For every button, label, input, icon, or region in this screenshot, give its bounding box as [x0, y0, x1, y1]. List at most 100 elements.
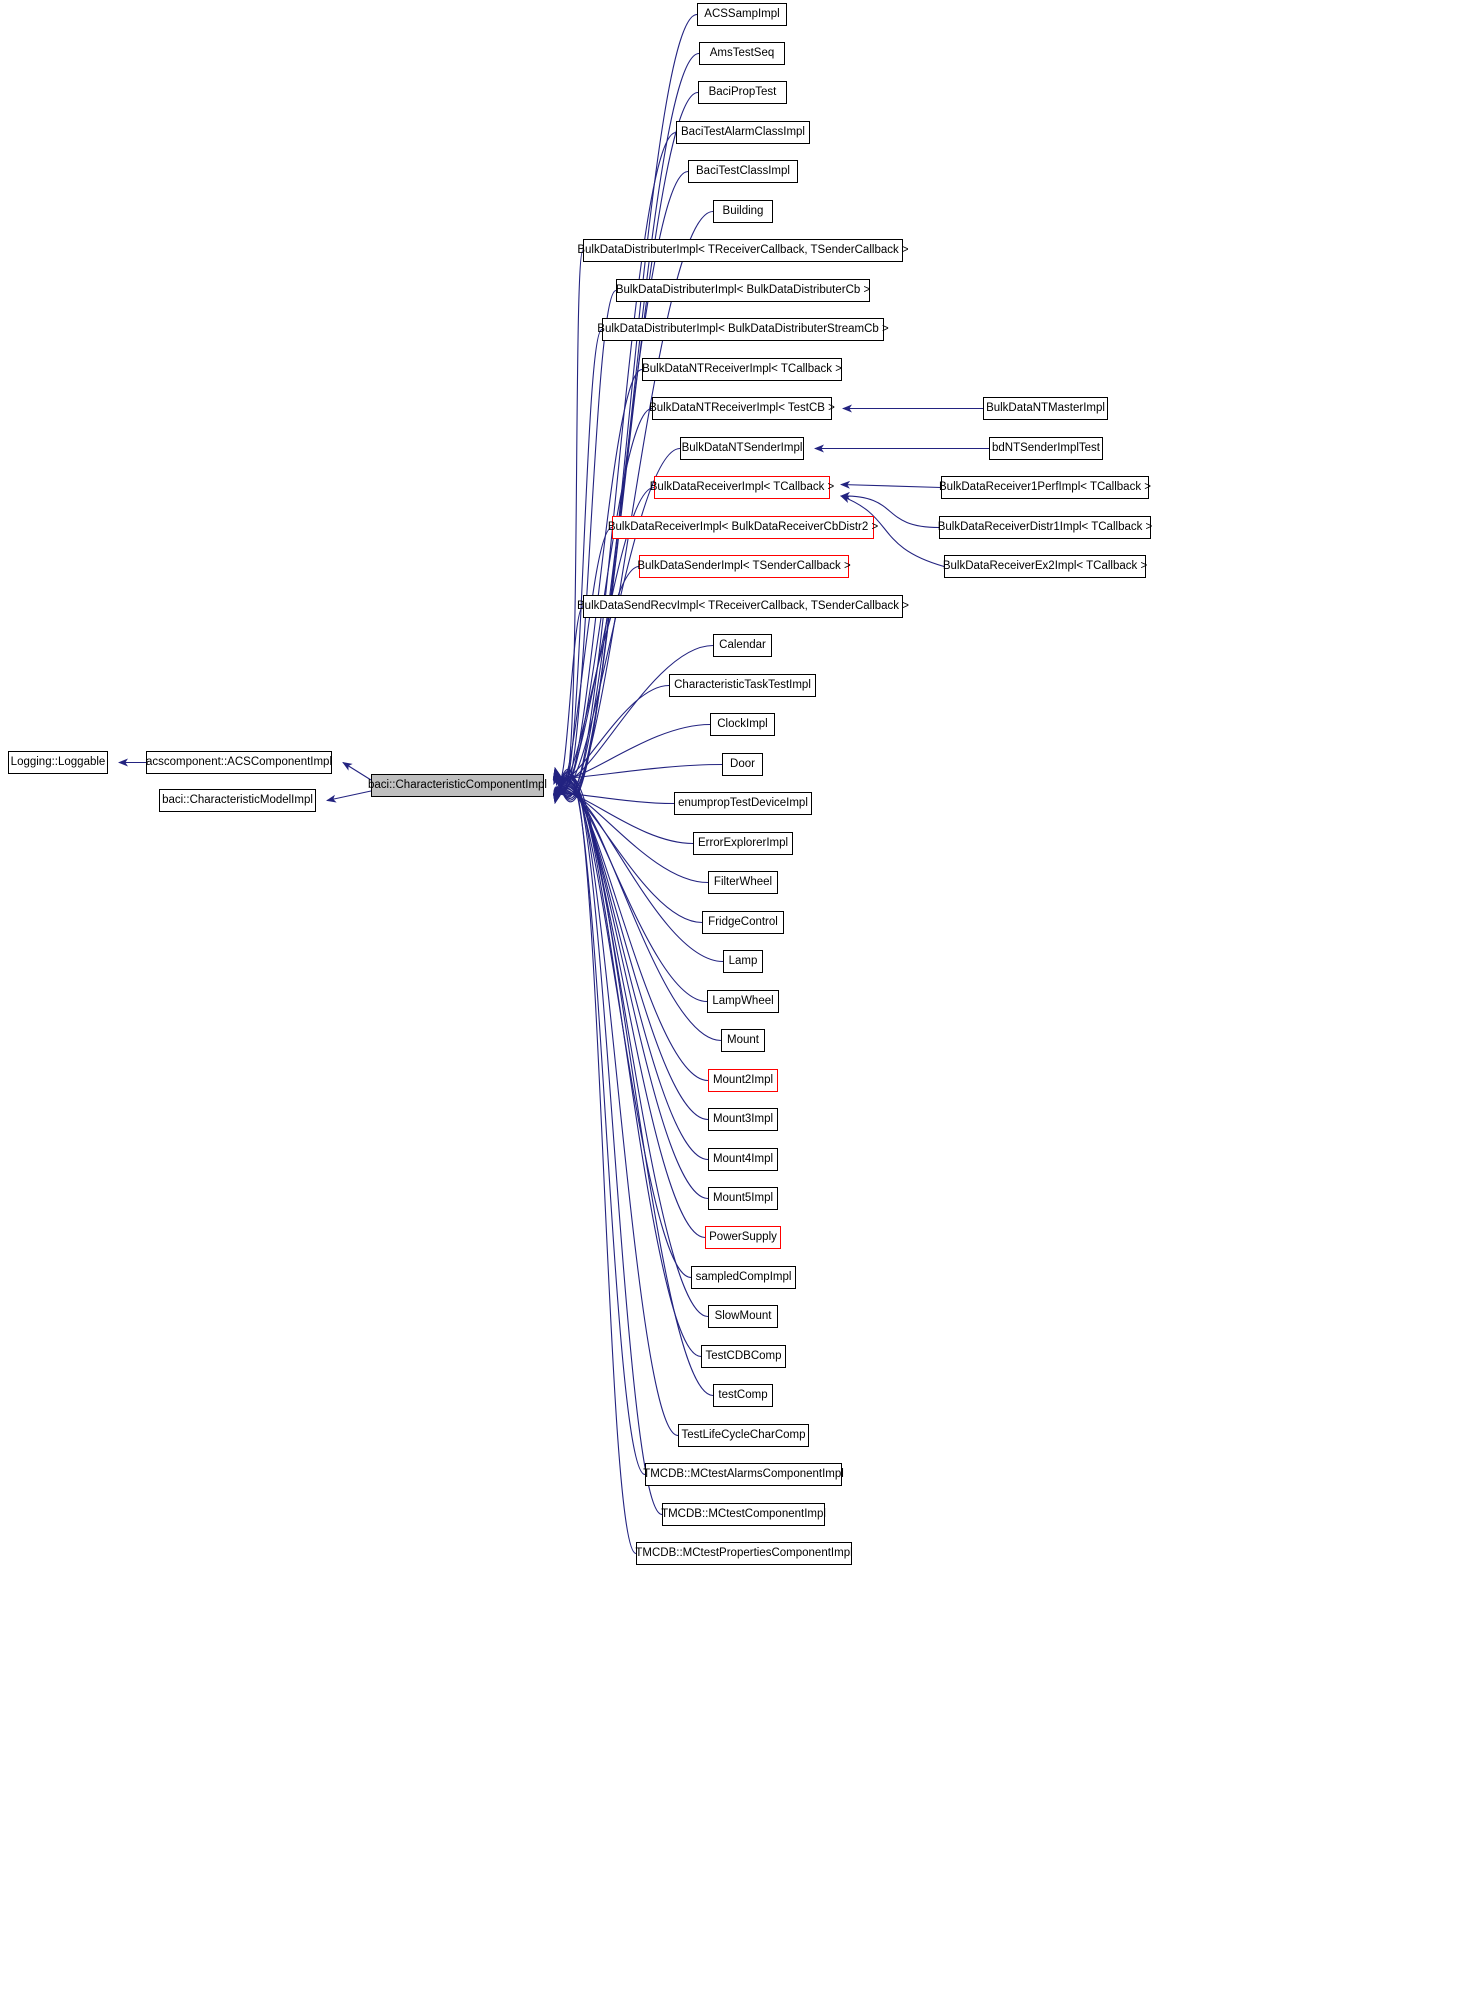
derived-node-d2[interactable]: BaciPropTest — [698, 81, 787, 104]
derived-node-d39[interactable]: TMCDB::MCtestPropertiesComponentImpl — [635, 1542, 853, 1565]
inheritance-edge — [553, 773, 679, 1437]
class-label: BulkDataReceiver1PerfImpl< TCallback > — [939, 480, 1151, 493]
inheritance-edge — [553, 775, 702, 1358]
inheritance-edge — [554, 787, 675, 805]
inheritance-edge — [553, 780, 709, 1200]
derived-node-d5[interactable]: Building — [713, 200, 773, 223]
descendant-node-g4[interactable]: BulkDataReceiverEx2Impl< TCallback > — [942, 555, 1148, 578]
inheritance-edge — [554, 684, 670, 787]
derived-node-d32[interactable]: sampledCompImpl — [691, 1266, 796, 1289]
class-label: bdNTSenderImplTest — [991, 441, 1101, 454]
class-label: testComp — [718, 1388, 768, 1401]
derived-node-d14[interactable]: BulkDataSenderImpl< TSenderCallback > — [637, 555, 851, 578]
derived-node-d13[interactable]: BulkDataReceiverImpl< BulkDataReceiverCb… — [608, 516, 878, 539]
derived-node-d26[interactable]: Mount — [721, 1029, 765, 1052]
derived-node-d0[interactable]: ACSSampImpl — [697, 3, 787, 26]
class-label: Building — [722, 204, 764, 217]
inheritance-edge — [840, 480, 942, 489]
inheritance-edge — [554, 784, 709, 1082]
derived-node-d18[interactable]: ClockImpl — [710, 713, 775, 736]
class-label: Mount2Impl — [712, 1073, 774, 1086]
class-label: Lamp — [728, 954, 758, 967]
class-label: FilterWheel — [713, 875, 773, 888]
derived-node-d1[interactable]: AmsTestSeq — [699, 42, 785, 65]
derived-node-d15[interactable]: BulkDataSendRecvImpl< TReceiverCallback,… — [577, 595, 909, 618]
class-label: baci::CharacteristicModelImpl — [162, 793, 313, 806]
derived-node-d9[interactable]: BulkDataNTReceiverImpl< TCallback > — [642, 358, 842, 381]
class-label: ClockImpl — [717, 717, 768, 730]
derived-node-d7[interactable]: BulkDataDistributerImpl< BulkDataDistrib… — [616, 279, 870, 302]
derived-node-d11[interactable]: BulkDataNTSenderImpl — [680, 437, 804, 460]
class-label: Mount5Impl — [712, 1191, 774, 1204]
derived-node-d38[interactable]: TMCDB::MCtestComponentImpl — [661, 1503, 826, 1526]
class-label: CharacteristicTaskTestImpl — [674, 678, 811, 691]
ancestor-node-loggable[interactable]: Logging::Loggable — [8, 751, 108, 774]
derived-node-d36[interactable]: TestLifeCycleCharComp — [678, 1424, 809, 1447]
class-label: Logging::Loggable — [10, 755, 106, 768]
descendant-node-g1[interactable]: bdNTSenderImplTest — [989, 437, 1103, 460]
class-label: TMCDB::MCtestAlarmsComponentImpl — [643, 1467, 844, 1480]
derived-node-d12[interactable]: BulkDataReceiverImpl< TCallback > — [650, 476, 834, 499]
class-label: BaciPropTest — [708, 85, 777, 98]
derived-node-d34[interactable]: TestCDBComp — [701, 1345, 786, 1368]
derived-node-d17[interactable]: CharacteristicTaskTestImpl — [669, 674, 816, 697]
inheritance-edge — [326, 790, 372, 803]
class-label: ACSSampImpl — [704, 7, 780, 20]
ancestor-node-acscomp[interactable]: acscomponent::ACSComponentImpl — [146, 751, 332, 774]
descendant-node-g2[interactable]: BulkDataReceiver1PerfImpl< TCallback > — [939, 476, 1151, 499]
class-label: BulkDataNTReceiverImpl< TCallback > — [642, 362, 842, 375]
class-label: Mount — [727, 1033, 759, 1046]
derived-node-d19[interactable]: Door — [722, 753, 763, 776]
derived-node-d23[interactable]: FridgeControl — [702, 911, 784, 934]
inheritance-edge — [554, 644, 714, 786]
derived-node-d24[interactable]: Lamp — [723, 950, 763, 973]
inheritance-edge — [342, 761, 372, 781]
inheritance-edge — [553, 781, 709, 1161]
inheritance-edge — [553, 774, 714, 1397]
inheritance-edge — [552, 768, 637, 1555]
derived-node-d3[interactable]: BaciTestAlarmClassImpl — [676, 121, 810, 144]
derived-node-d28[interactable]: Mount3Impl — [708, 1108, 778, 1131]
derived-node-d27[interactable]: Mount2Impl — [708, 1069, 778, 1092]
derived-node-d10[interactable]: BulkDataNTReceiverImpl< TestCB > — [649, 397, 835, 420]
class-label: LampWheel — [712, 994, 774, 1007]
derived-node-d25[interactable]: LampWheel — [707, 990, 779, 1013]
class-label: BulkDataSenderImpl< TSenderCallback > — [637, 559, 851, 572]
inheritance-edge — [553, 777, 709, 1318]
class-label: ErrorExplorerImpl — [697, 836, 789, 849]
class-label: BulkDataReceiverImpl< TCallback > — [649, 480, 835, 493]
derived-node-d4[interactable]: BaciTestClassImpl — [688, 160, 798, 183]
derived-node-d31[interactable]: PowerSupply — [705, 1226, 781, 1249]
derived-node-d33[interactable]: SlowMount — [708, 1305, 778, 1328]
descendant-node-g3[interactable]: BulkDataReceiverDistr1Impl< TCallback > — [938, 516, 1152, 539]
inheritance-edge — [553, 779, 706, 1239]
derived-node-d20[interactable]: enumpropTestDeviceImpl — [674, 792, 812, 815]
ancestor-node-charmodel[interactable]: baci::CharacteristicModelImpl — [159, 789, 316, 812]
inheritance-edge — [554, 783, 709, 1121]
descendant-node-g0[interactable]: BulkDataNTMasterImpl — [983, 397, 1108, 420]
derived-node-d30[interactable]: Mount5Impl — [708, 1187, 778, 1210]
derived-node-d22[interactable]: FilterWheel — [708, 871, 778, 894]
class-label: BulkDataSendRecvImpl< TReceiverCallback,… — [577, 599, 909, 612]
focus-node-focus[interactable]: baci::CharacteristicComponentImpl — [368, 774, 547, 797]
class-label: BulkDataReceiverImpl< BulkDataReceiverCb… — [607, 520, 879, 533]
derived-node-d8[interactable]: BulkDataDistributerImpl< BulkDataDistrib… — [597, 318, 889, 341]
derived-node-d16[interactable]: Calendar — [713, 634, 772, 657]
derived-node-d6[interactable]: BulkDataDistributerImpl< TReceiverCallba… — [577, 239, 909, 262]
derived-node-d21[interactable]: ErrorExplorerImpl — [693, 832, 793, 855]
derived-node-d35[interactable]: testComp — [713, 1384, 773, 1407]
class-label: Mount3Impl — [712, 1112, 774, 1125]
derived-node-d37[interactable]: TMCDB::MCtestAlarmsComponentImpl — [643, 1463, 844, 1486]
derived-node-d29[interactable]: Mount4Impl — [708, 1148, 778, 1171]
inheritance-edge — [552, 289, 617, 794]
class-label: AmsTestSeq — [709, 46, 775, 59]
class-label: enumpropTestDeviceImpl — [678, 796, 808, 809]
class-label: Mount4Impl — [712, 1152, 774, 1165]
inheritance-edge — [553, 778, 692, 1279]
class-label: BulkDataNTMasterImpl — [986, 401, 1105, 414]
class-label: acscomponent::ACSComponentImpl — [146, 755, 333, 768]
class-label: FridgeControl — [708, 915, 778, 928]
class-label: PowerSupply — [709, 1230, 777, 1243]
class-label: BulkDataReceiverEx2Impl< TCallback > — [942, 559, 1148, 572]
